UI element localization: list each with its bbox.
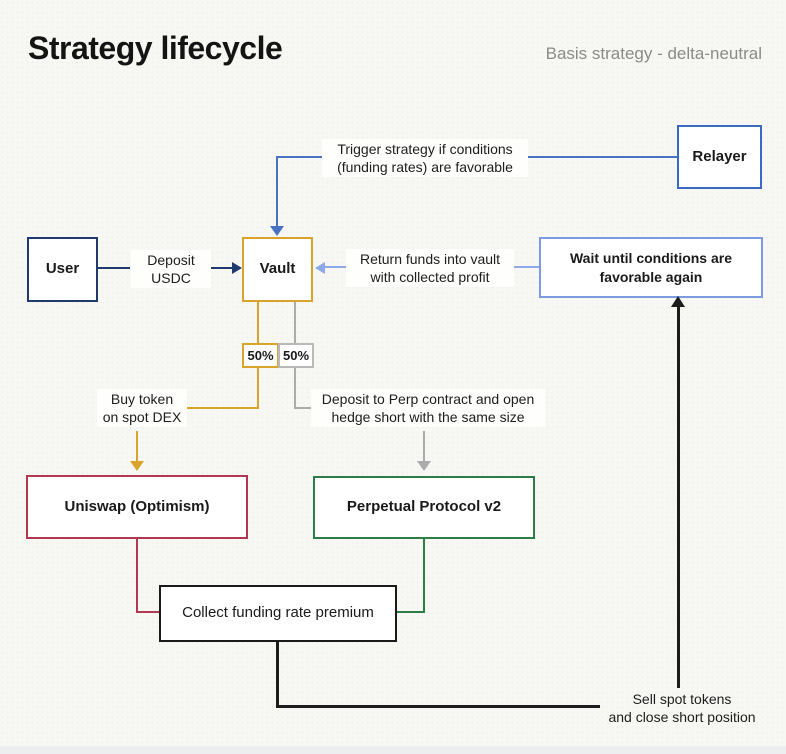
perpetual-protocol-node: Perpetual Protocol v2 bbox=[313, 476, 535, 539]
collect-funding-node: Collect funding rate premium bbox=[159, 585, 397, 642]
deposit-annotation-line1: Deposit bbox=[147, 252, 195, 268]
spot-line-horizontal bbox=[182, 407, 259, 409]
perp-line-down bbox=[423, 539, 425, 613]
hedge-arrow-shaft bbox=[423, 431, 425, 462]
sell-spot-annotation-line2: and close short position bbox=[608, 709, 756, 725]
trigger-arrowhead-down-icon bbox=[270, 226, 284, 236]
sell-line-up bbox=[677, 305, 680, 688]
perp-line-horizontal bbox=[397, 611, 425, 613]
sell-arrowhead-up-icon bbox=[671, 296, 685, 307]
deposit-arrowhead-right-icon bbox=[232, 262, 242, 274]
trigger-line-down bbox=[276, 156, 278, 227]
spot-line-down-2 bbox=[257, 368, 259, 409]
hedge-line-down-2 bbox=[294, 368, 296, 409]
deposit-line-right bbox=[206, 267, 233, 269]
user-label: User bbox=[45, 260, 80, 278]
collect-line-down bbox=[276, 642, 279, 707]
wait-label-line1: Wait until conditions are bbox=[569, 249, 733, 266]
spot-line-down-1 bbox=[257, 302, 259, 343]
trigger-annotation-line1: Trigger strategy if conditions bbox=[337, 141, 513, 157]
return-funds-annotation: Return funds into vault with collected p… bbox=[346, 249, 514, 287]
return-funds-annotation-line1: Return funds into vault bbox=[359, 251, 501, 267]
perpetual-protocol-label: Perpetual Protocol v2 bbox=[346, 498, 502, 516]
hedge-line-horizontal bbox=[294, 407, 314, 409]
wait-conditions-node: Wait until conditions are favorable agai… bbox=[539, 237, 763, 298]
split-50-right-node: 50% bbox=[278, 343, 314, 368]
return-funds-annotation-line2: with collected profit bbox=[370, 269, 490, 285]
deposit-annotation-line2: USDC bbox=[151, 270, 191, 286]
relayer-label: Relayer bbox=[692, 147, 747, 165]
return-line-left bbox=[324, 266, 346, 268]
spot-arrow-shaft bbox=[136, 431, 138, 462]
hedge-short-annotation-line2: hedge short with the same size bbox=[331, 409, 525, 425]
return-arrowhead-left-icon bbox=[315, 262, 325, 274]
page-subtitle: Basis strategy - delta-neutral bbox=[545, 44, 762, 63]
split-50-left-node: 50% bbox=[242, 343, 279, 368]
uniswap-label: Uniswap (Optimism) bbox=[64, 497, 210, 515]
buy-token-annotation: Buy token on spot DEX bbox=[97, 389, 187, 427]
hedge-short-annotation-line1: Deposit to Perp contract and open bbox=[321, 391, 535, 407]
trigger-line-right bbox=[520, 156, 677, 158]
hedge-arrowhead-down-icon bbox=[417, 461, 431, 471]
collect-line-horizontal bbox=[276, 705, 600, 708]
uniswap-line-down bbox=[136, 539, 138, 613]
uniswap-node: Uniswap (Optimism) bbox=[26, 475, 248, 539]
user-node: User bbox=[27, 237, 98, 302]
buy-token-annotation-line2: on spot DEX bbox=[102, 409, 182, 425]
sell-spot-annotation-line1: Sell spot tokens bbox=[632, 691, 732, 707]
trigger-line-left bbox=[277, 156, 324, 158]
vault-label: Vault bbox=[259, 260, 296, 278]
hedge-line-down-1 bbox=[294, 302, 296, 343]
split-50-left-label: 50% bbox=[247, 347, 274, 363]
spot-arrowhead-down-icon bbox=[130, 461, 144, 471]
buy-token-annotation-line1: Buy token bbox=[110, 391, 174, 407]
trigger-annotation: Trigger strategy if conditions (funding … bbox=[322, 139, 528, 177]
wait-label-line2: favorable again bbox=[599, 268, 703, 285]
vault-node: Vault bbox=[242, 237, 313, 302]
page-title: Strategy lifecycle bbox=[28, 30, 283, 66]
split-50-right-label: 50% bbox=[282, 347, 310, 363]
trigger-annotation-line2: (funding rates) are favorable bbox=[337, 159, 513, 175]
collect-funding-label: Collect funding rate premium bbox=[182, 604, 374, 622]
bottom-strip bbox=[0, 746, 786, 754]
relayer-node: Relayer bbox=[677, 125, 762, 189]
return-line-right bbox=[508, 266, 539, 268]
hedge-short-annotation: Deposit to Perp contract and open hedge … bbox=[311, 389, 545, 427]
sell-spot-annotation: Sell spot tokens and close short positio… bbox=[596, 689, 768, 727]
deposit-line-left bbox=[97, 267, 130, 269]
uniswap-line-horizontal bbox=[136, 611, 159, 613]
deposit-annotation: Deposit USDC bbox=[131, 250, 211, 288]
